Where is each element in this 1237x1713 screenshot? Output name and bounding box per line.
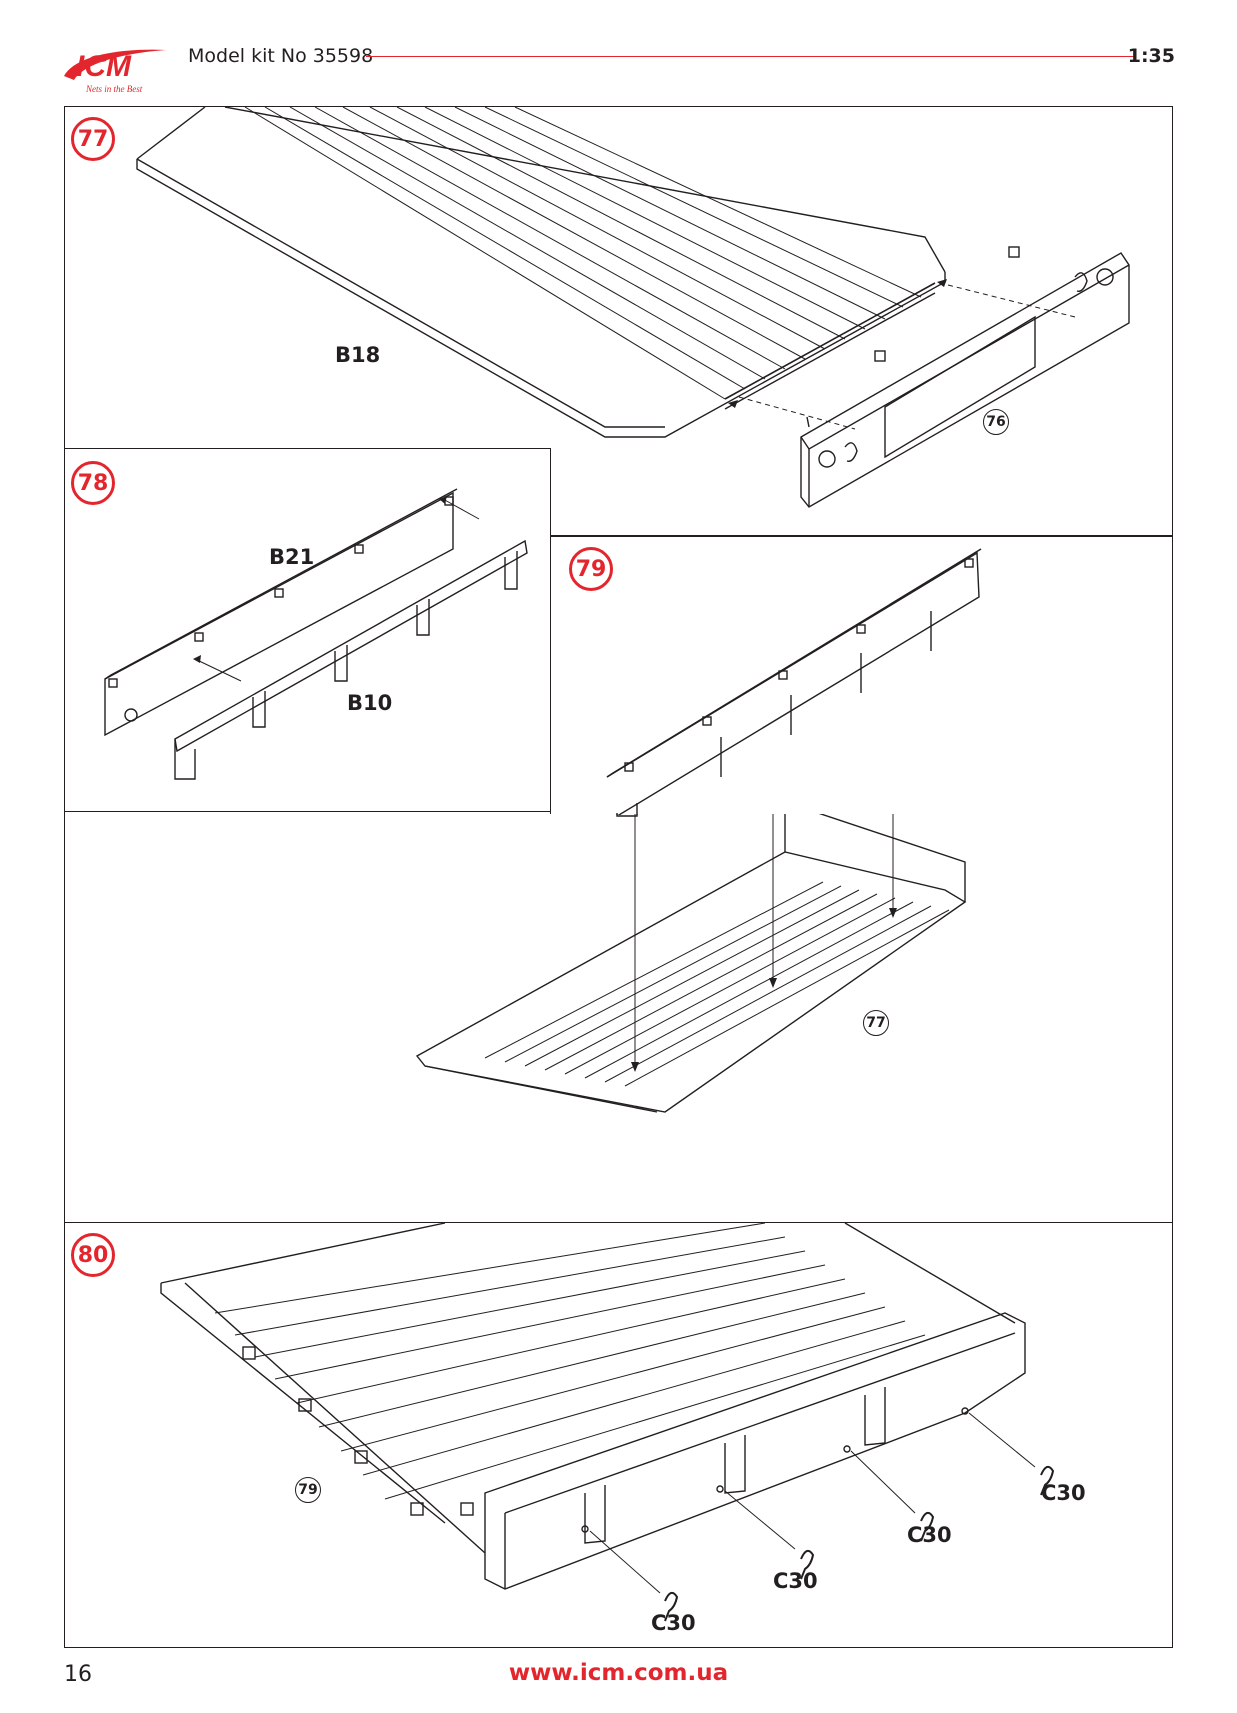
step-80-panel: 80 79 C30 C30 C30 C30 [64,1222,1173,1648]
header-rule [366,56,1135,57]
step-79-drawing [415,812,967,1113]
step-80-drawing [160,1223,1055,1622]
step-77-drawing [136,107,1130,508]
step-79-board-drawing [606,548,982,815]
part-label-c30-2: C30 [773,1569,818,1593]
step-78-number: 78 [71,461,115,505]
step-77-number: 77 [71,117,115,161]
step-79-panel: 78 77 [64,562,1173,1247]
step-78-panel: 78 B21 B10 [64,448,551,812]
step-78-drawing [104,488,528,780]
kit-title: Model kit No 35598 [188,45,374,67]
kit-scale: 1:35 [1127,45,1175,67]
ref-step-76: 76 [983,409,1009,435]
step-79-number: 79 [569,547,613,591]
part-label-c30-4: C30 [1041,1481,1086,1505]
step-79-header: 79 [550,536,1173,815]
part-label-b10: B10 [347,691,393,715]
part-label-b18: B18 [335,343,381,367]
page-number: 16 [64,1662,92,1687]
logo-tagline: Nets in the Best [85,84,143,94]
ref-step-79: 79 [295,1477,321,1503]
part-label-c30-3: C30 [907,1523,952,1547]
part-label-c30-1: C30 [651,1611,696,1635]
logo-text: ICM [76,50,132,83]
ref-step-77: 77 [863,1010,889,1036]
part-label-b21: B21 [269,545,315,569]
step-80-number: 80 [71,1233,115,1277]
icm-logo: ICM Nets in the Best [56,40,174,96]
website-link[interactable]: www.icm.com.ua [508,1660,729,1686]
